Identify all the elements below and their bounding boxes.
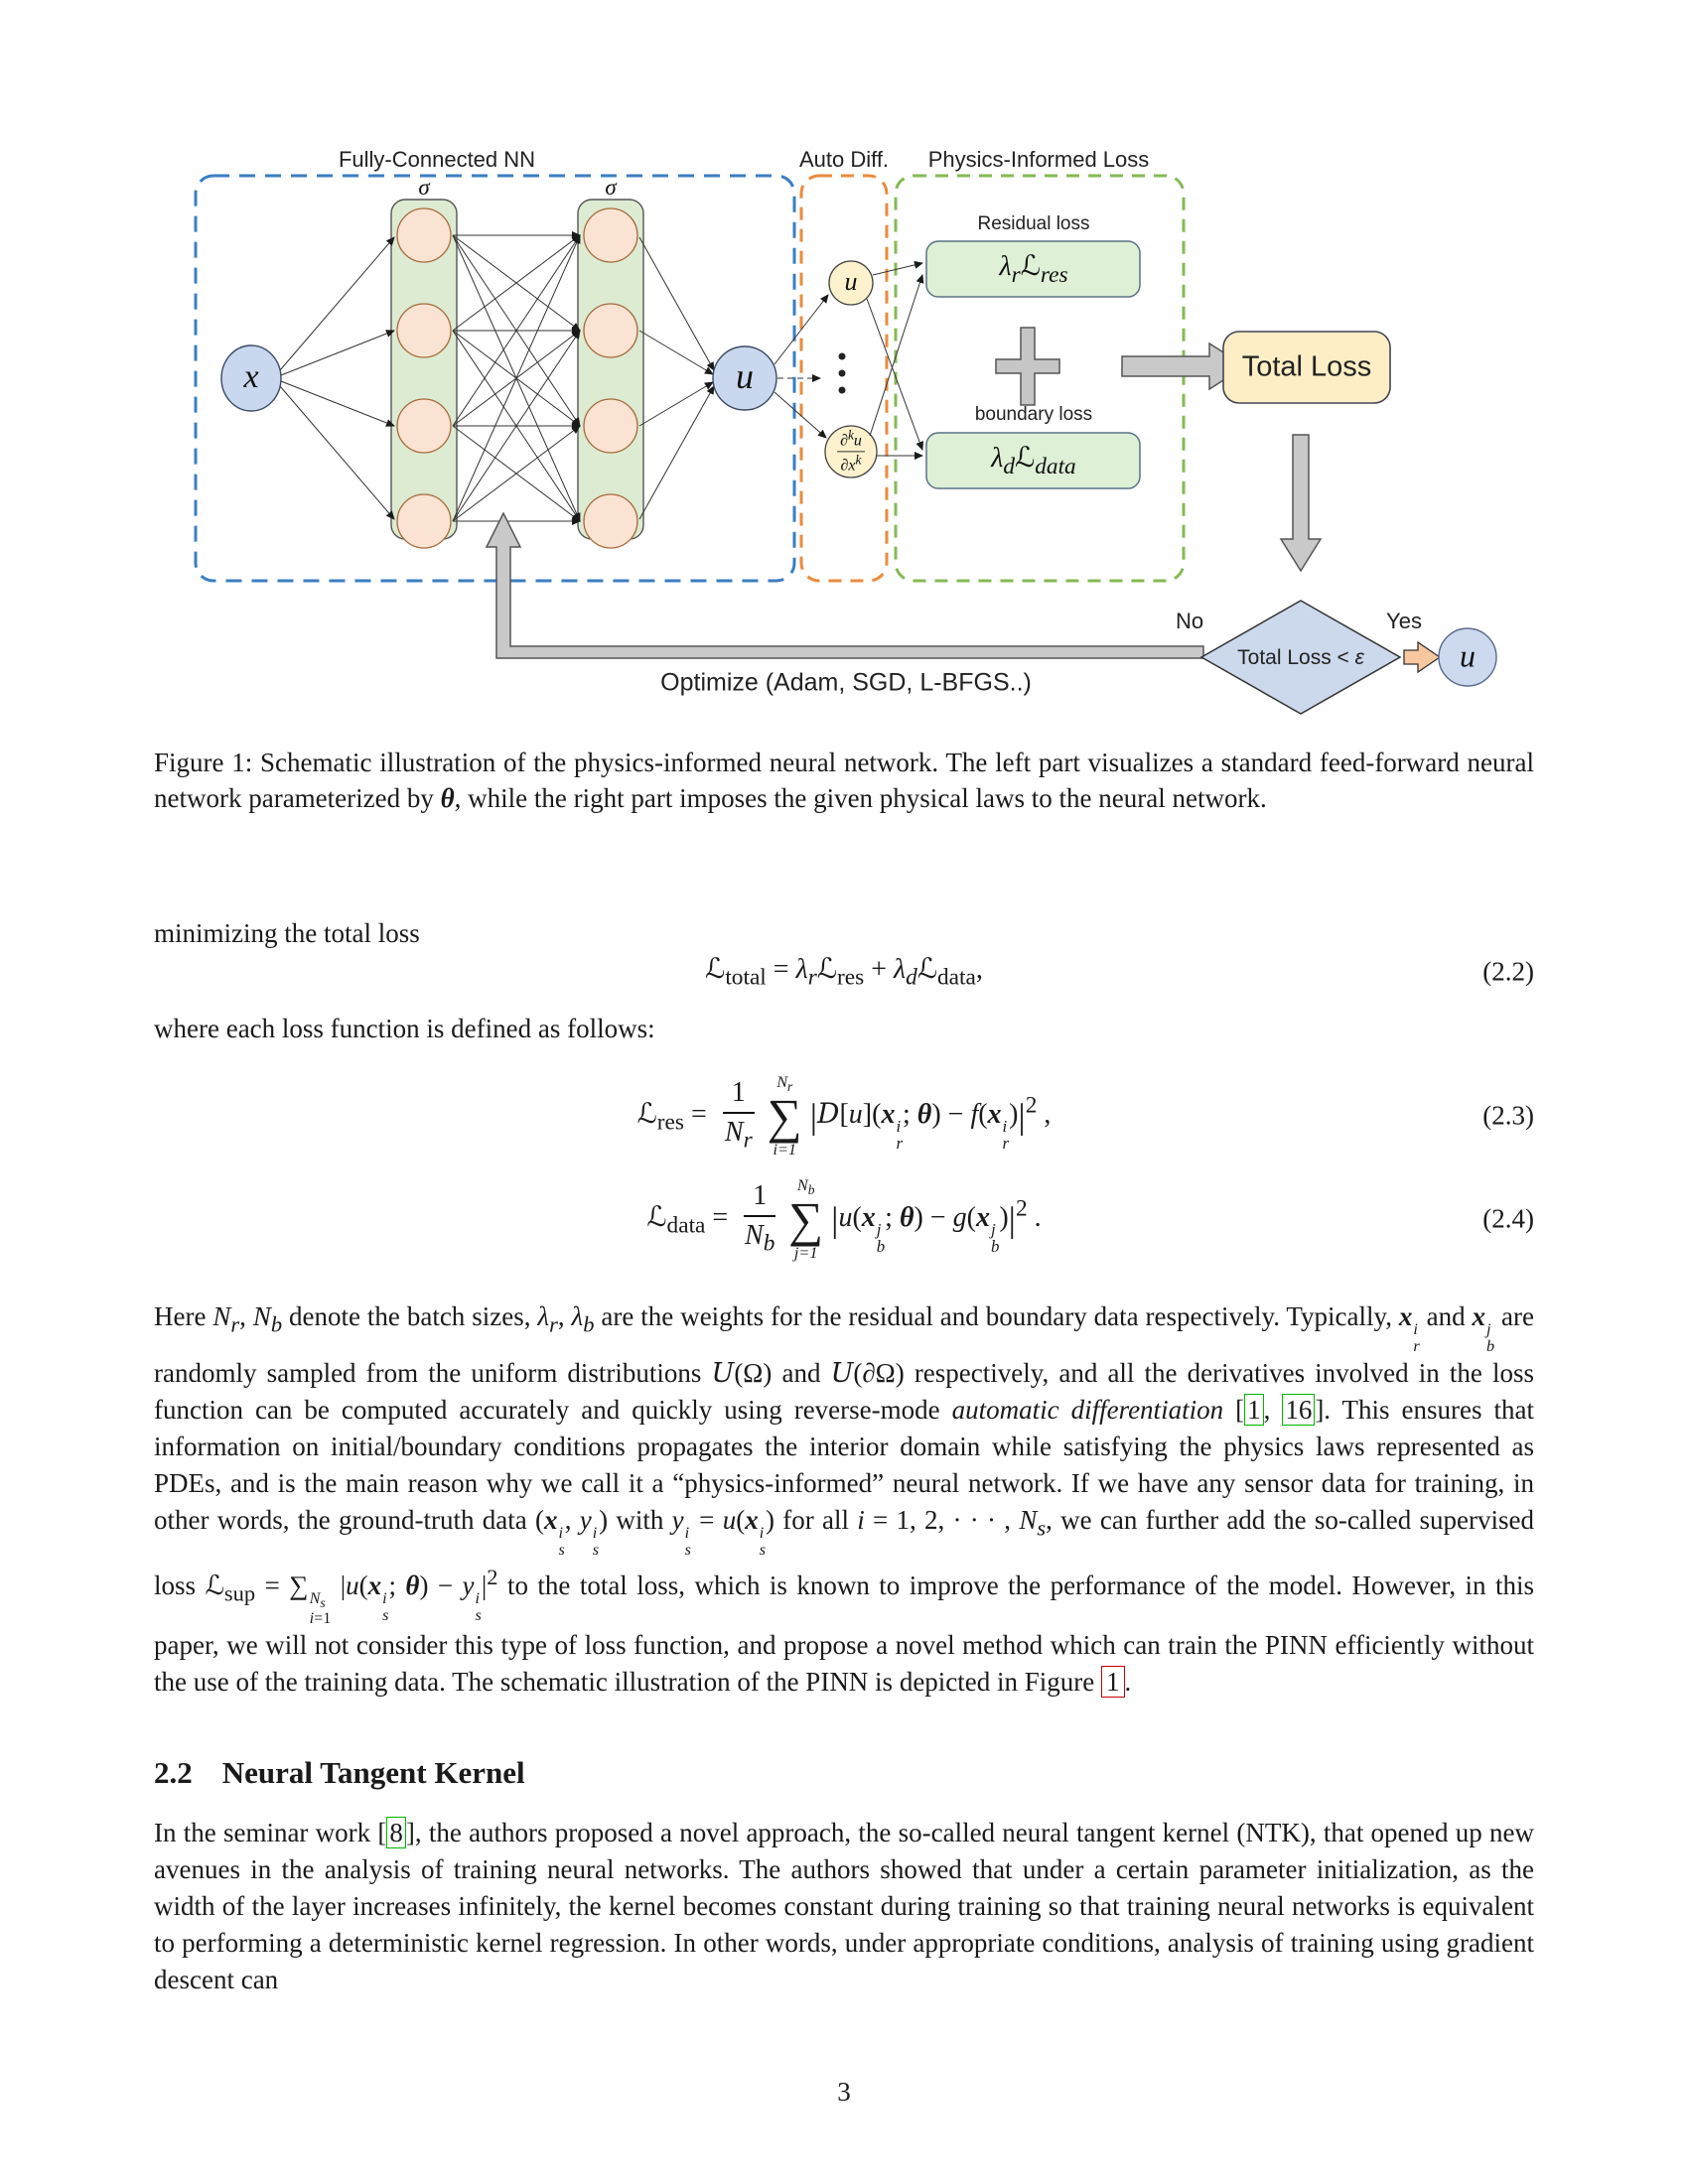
auto-diff-box <box>799 174 889 583</box>
equation-2-3-number: (2.3) <box>1482 1100 1534 1131</box>
autodiff-u-label: u <box>844 267 858 296</box>
fully-connected-nn-box <box>194 174 796 583</box>
paragraph-pinn-losses: Here Nr, Nb denote the batch sizes, λr, … <box>154 1301 1535 1699</box>
autodiff-to-loss-lines <box>866 260 924 460</box>
equation-2-2: ℒtotal = λrℒres + λdℒdata, (2.2) <box>154 945 1534 999</box>
boundary-loss-label: boundary loss <box>974 404 1093 425</box>
auto-diff-label: Auto Diff. <box>798 147 890 172</box>
intro-where-line: where each loss function is defined as f… <box>154 1014 655 1043</box>
input-node <box>220 344 282 412</box>
optimize-label: Optimize (Adam, SGD, L-BFGS..) <box>660 668 1032 697</box>
total-loss-box <box>1222 331 1391 404</box>
autodiff-u-node <box>828 260 874 306</box>
sigma-label-1: σ <box>418 175 430 200</box>
paragraph-ntk: In the seminar work [8], the authors pro… <box>154 1817 1534 1994</box>
fully-connected-nn-label: Fully-Connected NN <box>338 147 536 172</box>
section-title: Neural Tangent Kernel <box>221 1755 525 1790</box>
equation-2-4-number: (2.4) <box>1482 1203 1534 1234</box>
autodiff-derivative-label: ∂ku∂xk <box>837 428 865 475</box>
sigma-label-2: σ <box>605 175 617 200</box>
pinn-diagram <box>194 174 1497 715</box>
section-heading-2-2: 2.2 Neural Tangent Kernel <box>154 1755 1534 1791</box>
yes-arrow-icon <box>1403 640 1442 674</box>
boundary-loss-box <box>925 432 1141 489</box>
output-node <box>712 345 777 411</box>
residual-loss-box <box>925 240 1141 298</box>
residual-loss-label: Residual loss <box>977 213 1090 234</box>
figure-1-pinn-schematic: Fully-Connected NN Auto Diff. Physics-In… <box>139 104 1499 722</box>
plus-icon <box>995 327 1060 406</box>
yes-label: Yes <box>1386 609 1422 633</box>
down-arrow-icon <box>1279 434 1323 573</box>
output-node-label: u <box>736 356 754 396</box>
equation-2-2-math: ℒtotal = λrℒres + λdℒdata, <box>705 952 983 991</box>
figure-caption: Figure 1: Schematic illustration of the … <box>154 748 1534 813</box>
vertical-dots <box>838 352 846 394</box>
input-node-label: x <box>243 358 259 395</box>
condition-diamond <box>1199 600 1402 715</box>
total-loss-label: Total Loss <box>1241 350 1372 383</box>
hidden-layers <box>390 199 644 540</box>
physics-informed-loss-box <box>894 174 1186 583</box>
output-to-autodiff-lines <box>774 294 829 439</box>
intro-minimizing-line: minimizing the total loss <box>154 918 420 948</box>
final-solution-node <box>1438 627 1497 687</box>
no-label: No <box>1175 609 1204 633</box>
physics-informed-loss-label: Physics-Informed Loss <box>927 147 1150 172</box>
section-number: 2.2 <box>154 1755 193 1790</box>
neurons <box>396 207 638 549</box>
data-term-label: λdℒdata <box>991 441 1076 479</box>
final-solution-label: u <box>1460 637 1476 674</box>
nn-connections <box>279 231 715 525</box>
condition-label: Total Loss < ε <box>1237 646 1364 669</box>
optimize-feedback-arrow <box>485 511 1204 659</box>
residual-term-label: λrℒres <box>999 249 1068 288</box>
equation-2-2-number: (2.2) <box>1482 956 1534 987</box>
page-number: 3 <box>837 2077 851 2107</box>
